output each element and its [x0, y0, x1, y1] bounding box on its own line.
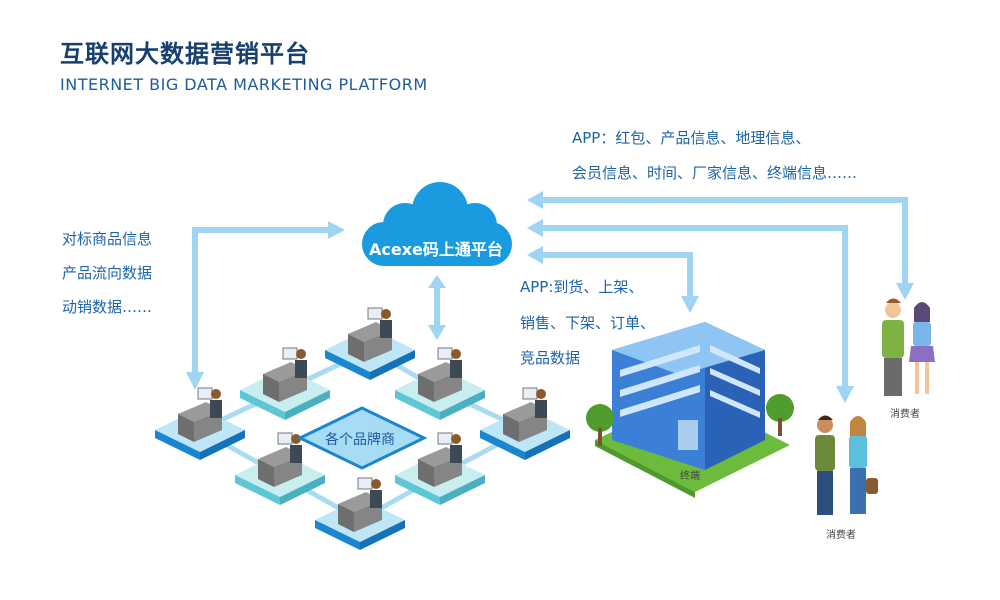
consumer-label: 消费者: [826, 530, 856, 541]
arrowhead: [428, 325, 446, 340]
brand-center-tile: [296, 406, 428, 470]
consumer-group-1: [882, 298, 935, 396]
building-icon: [586, 322, 794, 498]
left-info-line: 产品流向数据: [62, 264, 153, 282]
page-subtitle: INTERNET BIG DATA MARKETING PLATFORM: [60, 75, 428, 94]
left-info-line: 动销数据……: [62, 298, 153, 316]
office-tile: [395, 432, 485, 505]
office-tile: [480, 387, 570, 460]
office-tile: [155, 387, 245, 460]
terminal-label: 终端: [680, 471, 700, 482]
brands-label: 各个品牌商: [325, 432, 395, 448]
office-tile: [395, 347, 485, 420]
page-title: 互联网大数据营销平台: [60, 40, 310, 68]
arrowhead: [681, 296, 699, 313]
arrowhead: [527, 219, 543, 237]
arrowhead: [527, 191, 543, 209]
office-tile: [240, 347, 330, 420]
arrowhead: [186, 372, 204, 390]
platform-cloud-label: Acexe码上通平台: [369, 240, 503, 259]
consumer-label: 消费者: [890, 409, 920, 420]
mid-info-line: 竞品数据: [520, 349, 581, 367]
arrowheads: [186, 191, 914, 403]
arrowhead: [527, 246, 543, 264]
top-info-line: 会员信息、时间、厂家信息、终端信息……: [572, 164, 858, 182]
left-info-line: 对标商品信息: [62, 230, 153, 248]
office-tile: [315, 477, 405, 550]
office-tile: [235, 432, 325, 505]
arrows: [192, 197, 908, 388]
top-info-line: APP：红包、产品信息、地理信息、: [572, 129, 811, 147]
mid-info-line: 销售、下架、订单、: [520, 314, 656, 332]
brand-tiles: [155, 307, 570, 550]
arrowhead: [328, 221, 345, 239]
office-tile: [325, 307, 415, 380]
arrowhead: [896, 283, 914, 300]
consumer-group-2: [815, 415, 878, 515]
mid-info-line: APP:到货、上架、: [520, 278, 644, 296]
arrowhead: [428, 275, 446, 288]
cloud-icon: [362, 182, 512, 266]
arrowhead: [836, 386, 854, 403]
